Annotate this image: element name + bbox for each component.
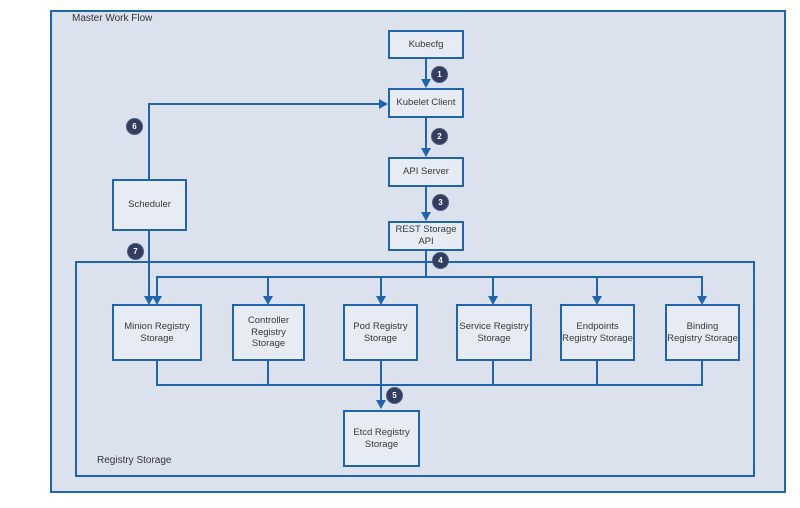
arrowhead-right-icon (379, 99, 388, 109)
arrowhead-down-icon (376, 400, 386, 409)
connector-endpoints-merge (596, 361, 598, 386)
step-badge-3: 3 (432, 194, 449, 211)
step-badge-2: 2 (431, 128, 448, 145)
connector-drop-endpoints (596, 276, 598, 297)
connector-pod-etcd (380, 361, 382, 401)
arrowhead-down-icon (421, 212, 431, 221)
connector-scheduler-kubelet (148, 103, 380, 105)
step-badge-5: 5 (386, 387, 403, 404)
node-kubelet-client: Kubelet Client (388, 88, 464, 118)
connector-distribution-line (156, 276, 703, 278)
connector-scheduler-minion (148, 231, 150, 297)
connector-drop-controller (267, 276, 269, 297)
connector-controller-merge (267, 361, 269, 386)
connector-drop-binding (701, 276, 703, 297)
step-badge-4: 4 (432, 252, 449, 269)
node-kubelet-client-label: Kubelet Client (396, 97, 456, 109)
connector-minion-merge (156, 361, 158, 386)
node-kubecfg-label: Kubecfg (408, 38, 444, 50)
connector-drop-pod (380, 276, 382, 297)
node-kubecfg: Kubecfg (388, 30, 464, 59)
arrowhead-down-icon (421, 79, 431, 88)
arrowhead-down-icon (263, 296, 273, 305)
arrowhead-down-icon (488, 296, 498, 305)
node-api-server-label: API Server (403, 166, 449, 178)
registry-storage-label: Registry Storage (97, 455, 172, 466)
node-scheduler-label: Scheduler (128, 199, 171, 211)
step-badge-1: 1 (431, 66, 448, 83)
connector-kubelet-apiserver (425, 118, 427, 149)
arrowhead-down-icon (144, 296, 154, 305)
connector-apiserver-rest (425, 187, 427, 213)
master-workflow-label: Master Work Flow (72, 13, 153, 24)
connector-service-merge (492, 361, 494, 386)
step-badge-6: 6 (126, 118, 143, 135)
registry-storage-container (75, 261, 755, 477)
arrowhead-down-icon (592, 296, 602, 305)
connector-merge-line (156, 384, 703, 386)
arrowhead-down-icon (697, 296, 707, 305)
node-scheduler: Scheduler (112, 179, 187, 231)
arrowhead-down-icon (152, 296, 162, 305)
connector-scheduler-up (148, 104, 150, 179)
arrowhead-down-icon (421, 148, 431, 157)
step-badge-7: 7 (127, 243, 144, 260)
connector-kubecfg-kubelet (425, 59, 427, 80)
node-api-server: API Server (388, 157, 464, 187)
connector-drop-minion (156, 276, 158, 297)
connector-drop-service (492, 276, 494, 297)
arrowhead-down-icon (376, 296, 386, 305)
connector-rest-distribution (425, 251, 427, 278)
connector-binding-merge (701, 361, 703, 386)
